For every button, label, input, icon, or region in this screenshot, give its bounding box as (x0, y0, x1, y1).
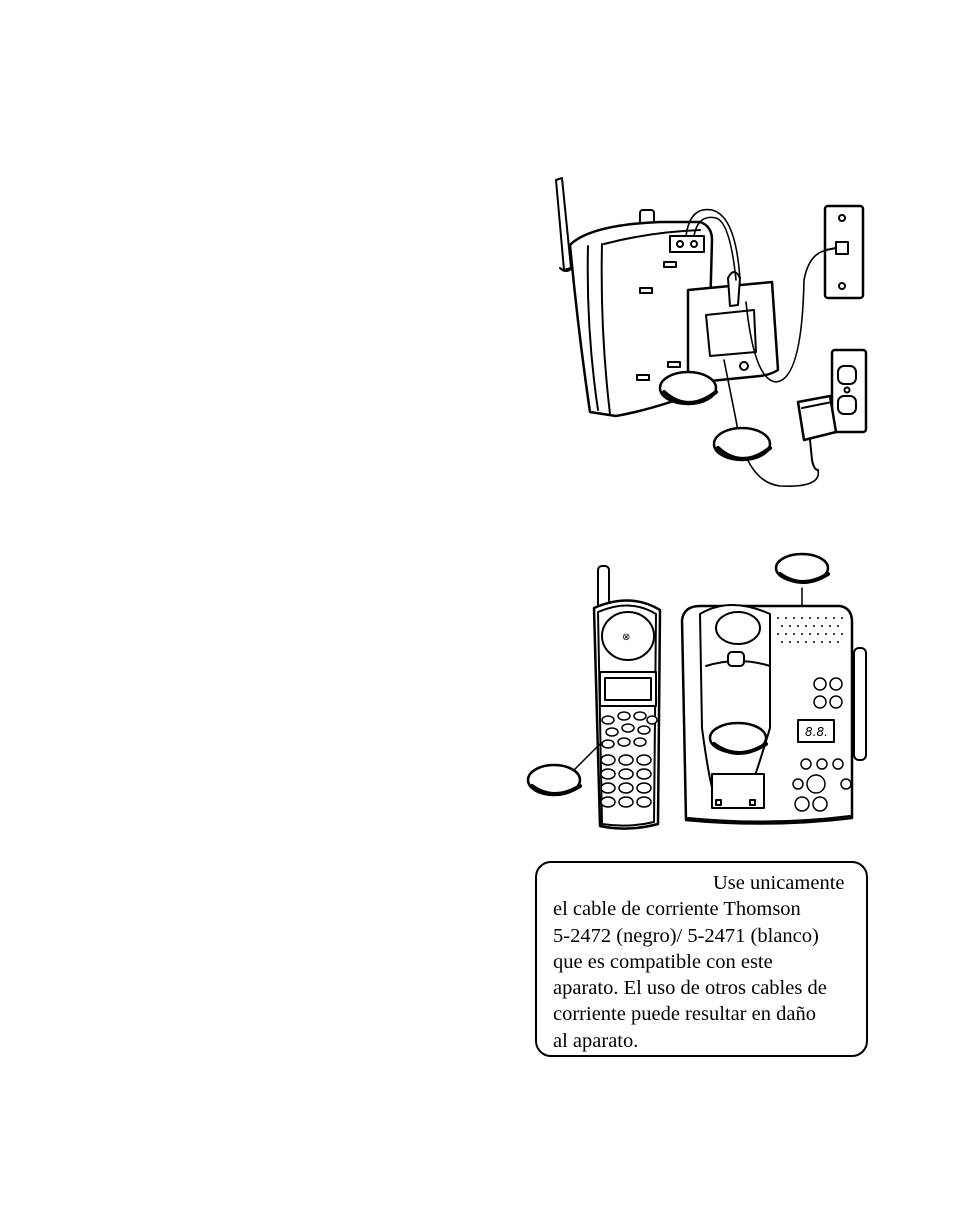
power-cord-caution-note: Use unicamente el cable de corriente Tho… (535, 861, 868, 1057)
base-connection-illustration (540, 170, 880, 500)
handset-and-base-illustration: ⊗ (520, 548, 870, 838)
caution-line-7: al aparato. (553, 1029, 639, 1052)
caution-line-1: Use unicamente (713, 872, 845, 894)
base-display-digits: 8.8. (805, 725, 828, 739)
caution-line-5: aparato. El uso de otros cables de (553, 977, 827, 1000)
caution-line-3: 5-2472 (negro)/ 5-2471 (blanco) (553, 924, 819, 947)
caution-line-6: corriente puede resultar en daño (553, 1003, 816, 1026)
caution-line-2: el cable de corriente Thomson (553, 898, 801, 921)
svg-text:⊗: ⊗ (622, 632, 630, 643)
caution-line-4: que es compatible con este (553, 950, 773, 973)
